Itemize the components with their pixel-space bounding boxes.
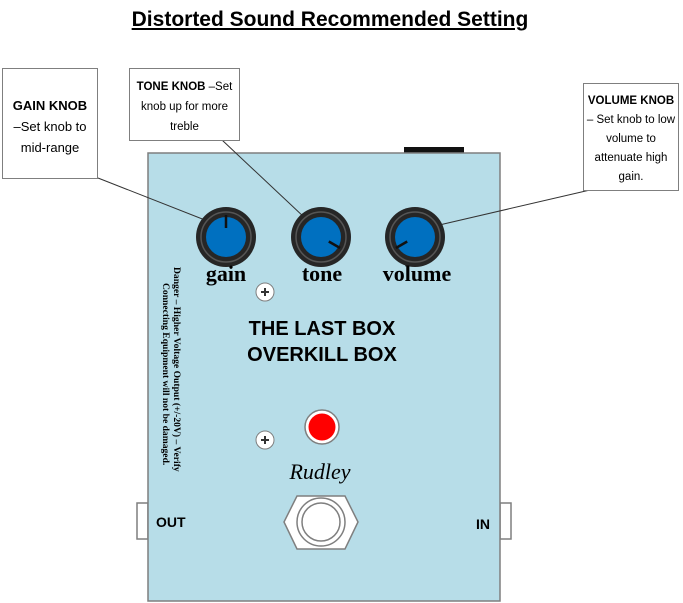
led-indicator [304, 409, 340, 445]
out-label: OUT [156, 514, 186, 530]
tone-leader-line [221, 139, 306, 219]
volume-leader-line [434, 189, 591, 227]
knob-ridge-volume [389, 211, 441, 263]
callout-gain-text: –Set knob to mid-range [13, 119, 87, 155]
warning-text-line-1: Danger – Higher Voltage Output (+/-20V) … [171, 267, 182, 472]
knob-face-volume [395, 217, 435, 257]
knob-label-gain: gain [206, 261, 246, 286]
callout-volume-knob: VOLUME KNOB – Set knob to low volume to … [583, 83, 679, 191]
knob-face-tone [301, 217, 341, 257]
knob-face-gain [206, 217, 246, 257]
output-jack [136, 502, 149, 540]
callout-gain-heading: GAIN KNOB [12, 98, 88, 113]
callout-gain-knob: GAIN KNOB –Set knob to mid-range [2, 68, 98, 179]
pedal-name-line-2: OVERKILL BOX [247, 344, 397, 366]
knob-volume[interactable] [385, 207, 445, 267]
callout-volume-heading: VOLUME KNOB [587, 95, 675, 107]
callout-tone-text: –Set knob up for more treble [141, 81, 233, 133]
callout-tone-heading: TONE KNOB [136, 81, 206, 93]
knob-label-tone: tone [302, 261, 343, 286]
warning-text-line-2: Connecting Equipment will not be damaged… [160, 283, 171, 465]
screw-lower [255, 430, 275, 450]
brand-logo: Rudley [288, 459, 350, 484]
knob-pointer-volume [395, 240, 408, 250]
pedal-name-line-1: THE LAST BOX [249, 318, 396, 340]
knob-ridge-tone [295, 211, 347, 263]
knob-ridge-gain [200, 211, 252, 263]
screw-upper [255, 282, 275, 302]
power-jack [404, 147, 464, 155]
callout-tone-knob: TONE KNOB –Set knob up for more treble [129, 68, 240, 141]
callout-volume-text: – Set knob to low volume to attenuate hi… [586, 114, 676, 183]
knob-label-volume: volume [383, 261, 452, 286]
knob-tone[interactable] [291, 207, 351, 267]
footswitch[interactable] [283, 495, 359, 550]
knob-gain[interactable] [196, 207, 256, 267]
page-title: Distorted Sound Recommended Setting [131, 8, 529, 31]
gain-leader-line [97, 177, 211, 223]
input-jack [499, 502, 512, 540]
knob-pointer-tone [328, 240, 341, 250]
in-label: IN [476, 516, 490, 532]
